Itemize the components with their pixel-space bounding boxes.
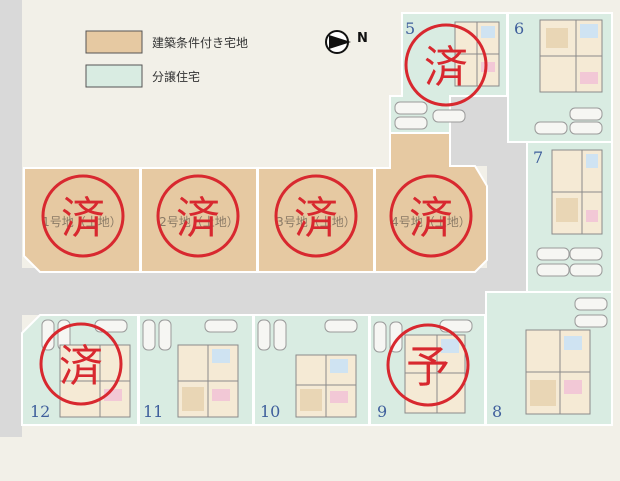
house-floor-plans [59,19,603,418]
floor-plan-5 [454,21,500,87]
svg-text:済: 済 [409,193,453,244]
lot-number-10: 10 [260,402,280,421]
lot-4-label: 4号地（土地） [391,215,471,229]
land-lot-labels: 1号地（土地） 2号地（土地） 3号地（土地） 4号地（土地） [42,215,471,229]
stamp-lot-3: 済 [274,174,358,258]
stamp-lot-1: 済 [41,174,125,258]
status-stamps: 済 済 済 済 済 済 予 [39,23,488,407]
floor-plan-10 [295,354,357,418]
lot-4[interactable] [374,132,488,273]
svg-text:済: 済 [61,193,105,244]
lot-3-label: 3号地（土地） [276,215,356,229]
legend-swatch-house [85,64,143,88]
stamp-lot-2: 済 [156,174,240,258]
svg-text:済: 済 [424,42,468,93]
lot-number-7: 7 [533,148,543,167]
legend: 建築条件付き宅地 分譲住宅 [85,30,248,88]
lot-number-9: 9 [377,402,387,421]
lot-number-12: 12 [30,402,50,421]
floor-plan-8 [525,329,591,415]
lot-number-11: 11 [143,402,163,421]
svg-text:済: 済 [176,193,220,244]
parking-spaces [41,101,608,353]
floor-plan-11 [177,344,239,418]
floor-plan-7 [551,149,603,235]
lot-2-label: 2号地（土地） [159,215,239,229]
legend-label-land: 建築条件付き宅地 [152,35,248,50]
svg-text:済: 済 [294,193,338,244]
legend-label-house: 分譲住宅 [152,69,200,84]
svg-text:済: 済 [59,341,103,392]
lot-number-6: 6 [514,19,524,38]
stamp-lot-5: 済 [404,23,488,107]
lot-1-label: 1号地（土地） [42,215,122,229]
lot-number-8: 8 [492,402,502,421]
stamp-lot-4: 済 [389,174,473,258]
north-arrow-icon [329,35,351,49]
stamp-lot-12: 済 [39,322,123,406]
svg-text:予: 予 [406,342,450,393]
lot-numbers: 5 6 7 8 9 10 11 12 [30,19,543,421]
floor-plan-6 [539,19,603,93]
floor-plan-9 [404,334,466,414]
stamp-lot-9: 予 [386,323,470,407]
legend-swatch-land [85,30,143,54]
compass: N [325,30,368,54]
compass-label: N [357,31,368,46]
lot-number-5: 5 [405,19,415,38]
